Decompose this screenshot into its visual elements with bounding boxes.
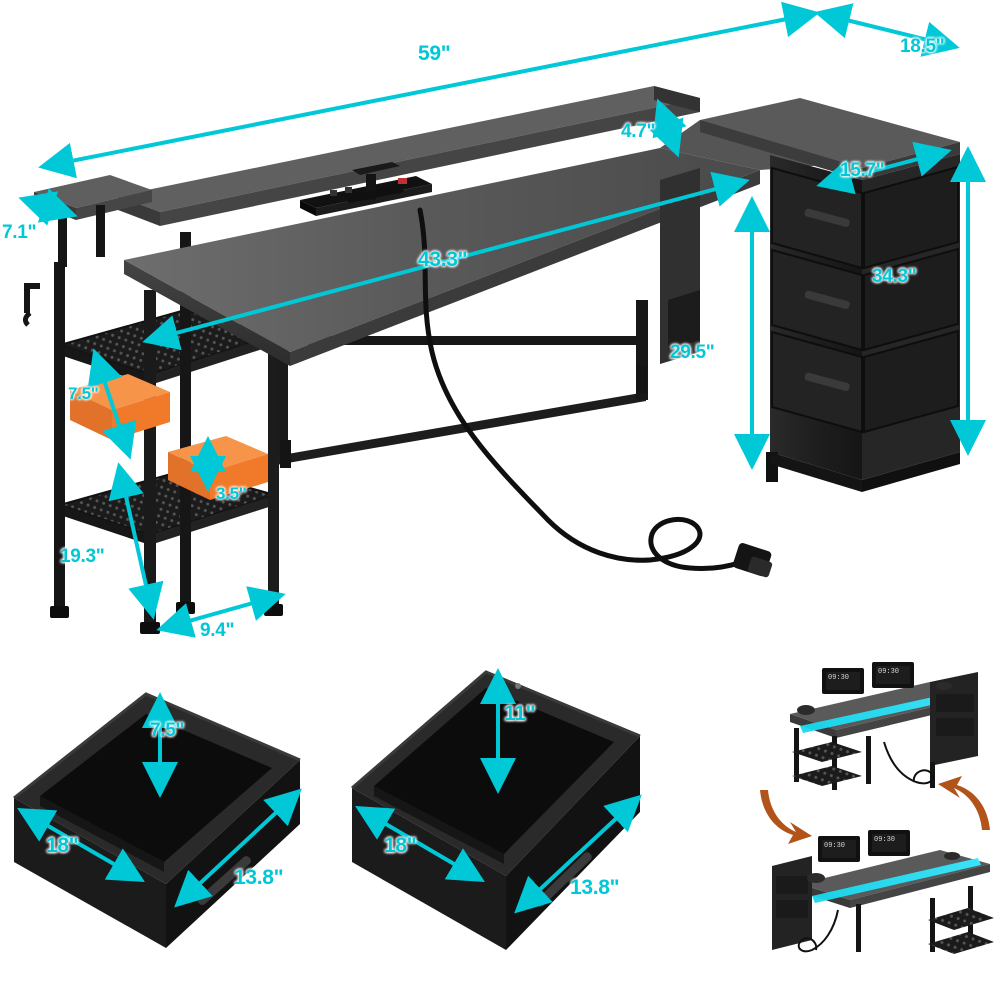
dim-large-drawer-height: 11"	[504, 702, 536, 725]
dim-small-drawer-width: 13.8"	[234, 866, 284, 889]
screen-bottom-left-time: 09:30	[824, 842, 846, 850]
screen-top-left-time: 09:30	[828, 674, 850, 682]
mini-desk-bottom	[772, 830, 994, 954]
swap-arrows	[760, 776, 990, 844]
dim-small-drawer-depth: 18"	[46, 834, 79, 857]
dim-shelf-width: 9.4"	[200, 620, 235, 641]
dim-shelf-gap: 3.5"	[216, 484, 247, 503]
dim-desk-height: 29.5"	[670, 342, 715, 363]
dim-cabinet-height: 34.3"	[872, 266, 917, 287]
mini-desk-top	[790, 662, 978, 790]
dim-monitor-shelf-height: 4.7"	[621, 121, 656, 142]
dim-small-drawer-height: 7.5"	[150, 720, 185, 741]
screen-bottom-right-time: 09:30	[874, 836, 896, 844]
dim-large-drawer-depth: 18"	[384, 834, 417, 857]
dim-depth-right: 18.5"	[900, 36, 945, 57]
dim-desktop-width: 43.3"	[418, 248, 468, 271]
dim-drawer-width: 15.7"	[840, 160, 885, 181]
power-plug	[733, 543, 773, 578]
dim-left-shelf-depth: 7.1"	[2, 222, 37, 243]
dim-width-total: 59"	[418, 42, 451, 65]
dim-lower-shelf-height: 19.3"	[60, 546, 105, 567]
screen-top-right-time: 09:30	[878, 668, 900, 676]
dim-shelf-clearance-upper: 7.5"	[68, 384, 99, 403]
dim-large-drawer-width: 13.8"	[570, 876, 620, 899]
